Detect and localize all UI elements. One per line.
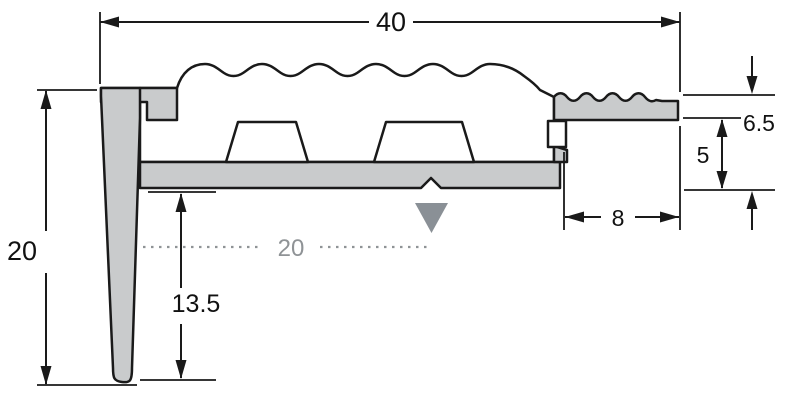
profile-rib-right	[372, 120, 476, 164]
dim-top-arrow-right-icon	[661, 16, 680, 28]
dim-right-inner-label: 5	[697, 142, 710, 168]
dim-right-inner: 5	[697, 119, 728, 189]
dim-leg-depth: 13.5	[140, 191, 221, 381]
dim-tail-arrow-right-icon	[660, 211, 679, 223]
dim-tail-arrow-left-icon	[565, 211, 584, 223]
dim-insert-width: 20	[143, 235, 427, 262]
dim-right-total-arrow-up-icon	[746, 191, 758, 209]
dim-left-height-label: 20	[7, 236, 37, 266]
profile-right-lip	[552, 144, 569, 164]
dim-left-arrow-top-icon	[40, 90, 52, 109]
dim-insert-width-label: 20	[278, 235, 305, 262]
profile-tail-extension	[552, 92, 680, 122]
dim-left-arrow-bottom-icon	[40, 366, 52, 385]
dim-leg-arrow-bottom-icon	[175, 360, 187, 379]
dim-top-arrow-left-icon	[100, 16, 119, 28]
dim-right-total-arrow-down-icon	[746, 76, 758, 94]
insert-position-marker-icon	[415, 203, 448, 233]
dim-leg-depth-label: 13.5	[172, 290, 221, 318]
dim-tail-length-label: 8	[612, 205, 625, 231]
dim-top-width-label: 40	[376, 7, 406, 37]
profile-flange	[138, 160, 562, 190]
dim-tail-length: 8	[563, 126, 681, 231]
dim-top-width: 40	[99, 7, 681, 92]
profile-leg	[99, 86, 142, 384]
dim-right-total-label: 6.5	[743, 110, 775, 136]
dim-right-inner-arrow-bottom-icon	[716, 171, 728, 189]
profile-shape	[99, 62, 680, 384]
dim-leg-arrow-top-icon	[175, 193, 187, 212]
profile-channel-notch	[546, 119, 568, 149]
dim-right-total: 6.5	[683, 56, 775, 230]
dim-right-inner-arrow-top-icon	[716, 119, 728, 137]
dim-left-height: 20	[7, 89, 137, 386]
profile-crown	[138, 62, 556, 164]
profile-rib-left	[224, 120, 310, 164]
